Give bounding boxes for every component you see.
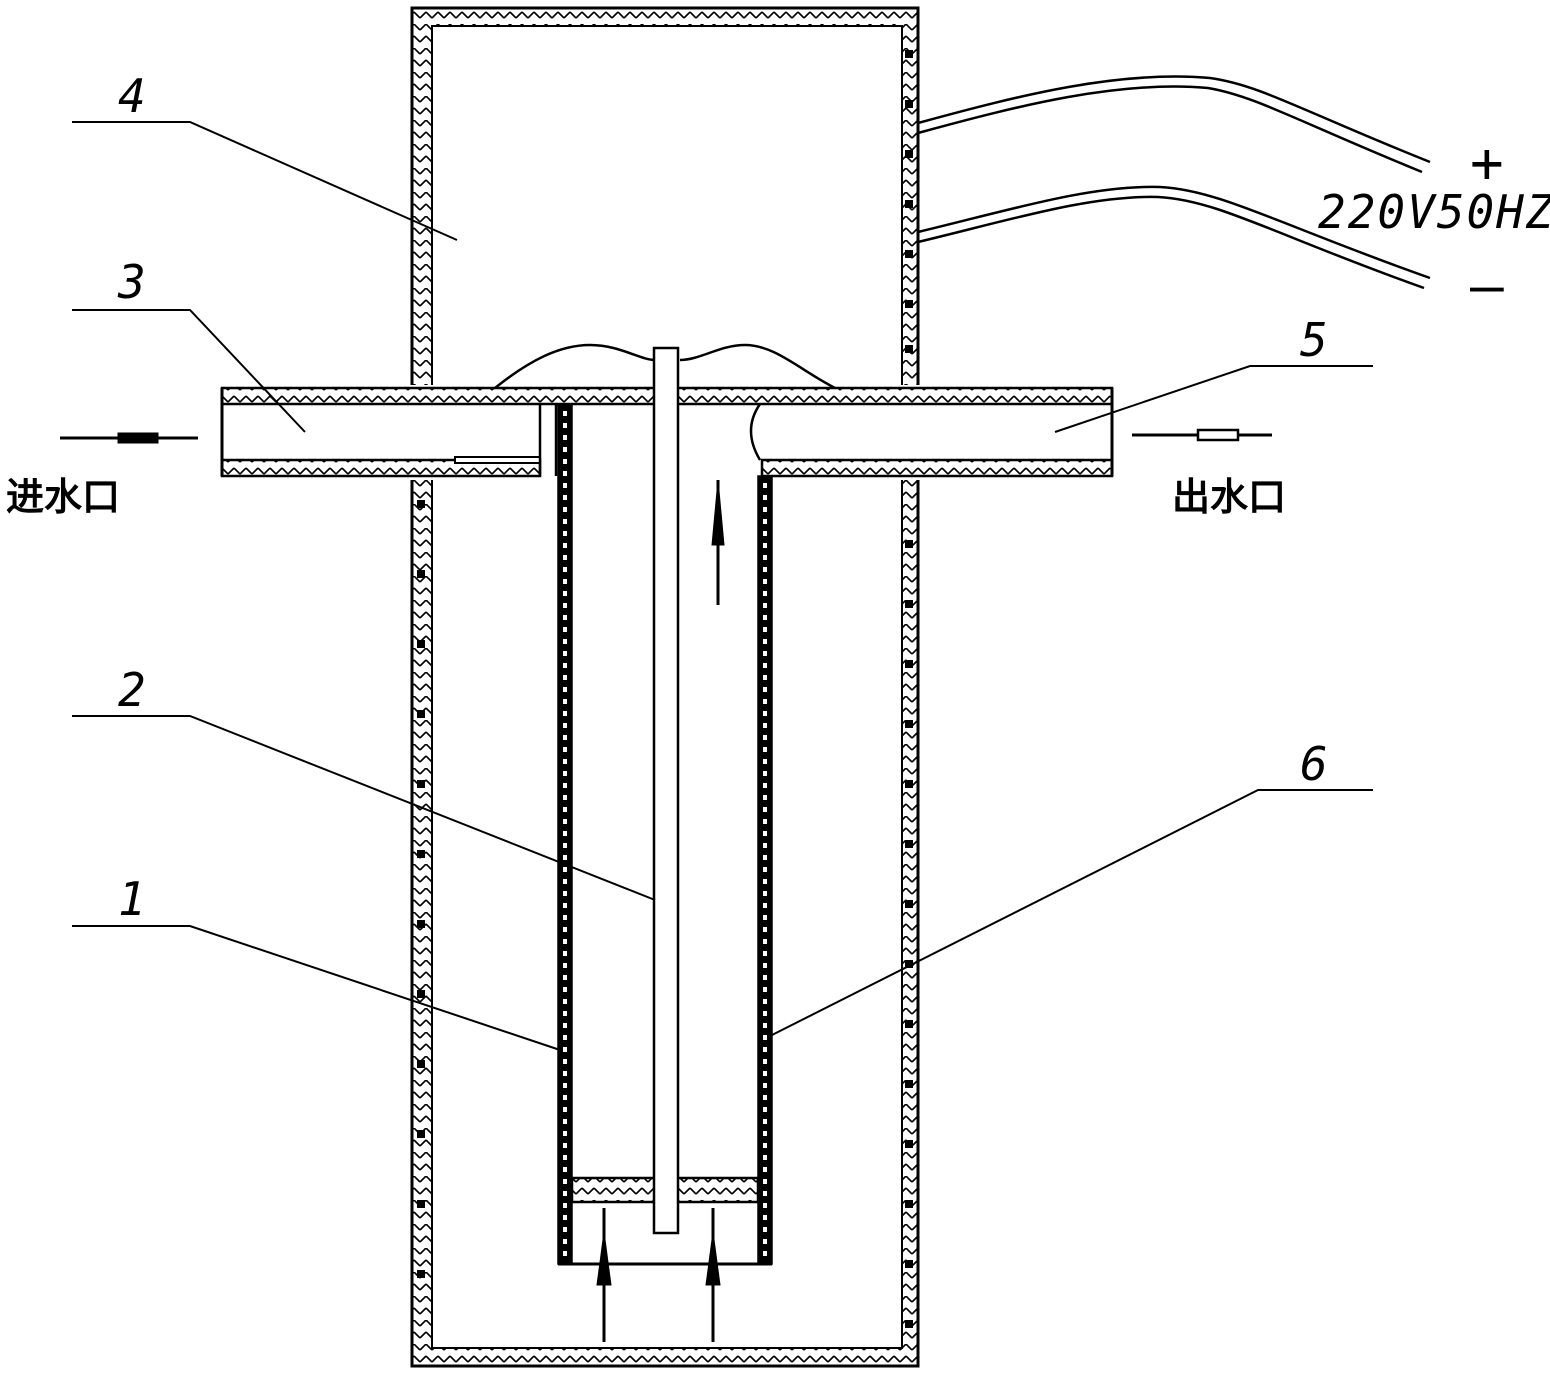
leader-5	[1054, 365, 1373, 433]
part-label-4: 4	[118, 69, 146, 123]
inner-tube	[557, 403, 773, 1266]
minus-sign: —	[1470, 254, 1504, 319]
inlet-label: 进水口	[6, 475, 120, 519]
leader-1	[72, 925, 561, 1051]
part-label-6: 6	[1300, 737, 1328, 791]
outlet-label: 出水口	[1172, 475, 1286, 519]
plus-sign: +	[1470, 131, 1504, 196]
leader-2	[72, 715, 656, 901]
electrode-rod	[652, 346, 680, 1235]
housing-right-wall-marks	[417, 50, 913, 1328]
power-labels: + 220V50HZ —	[1318, 131, 1550, 319]
part-label-3: 3	[117, 255, 146, 309]
flow-arrows	[60, 428, 1272, 1342]
part-label-2: 2	[118, 663, 146, 717]
leader-4	[72, 121, 458, 241]
voltage-label: 220V50HZ	[1318, 185, 1550, 239]
part-label-1: 1	[118, 872, 146, 926]
power-wires	[917, 75, 1431, 290]
leader-lines	[72, 121, 1373, 1051]
leader-6	[771, 789, 1373, 1036]
part-label-5: 5	[1300, 313, 1328, 367]
leader-3	[72, 309, 306, 433]
part-labels: 4 3 5 2 1 6	[117, 69, 1328, 926]
port-labels: 进水口 出水口	[6, 475, 1286, 519]
